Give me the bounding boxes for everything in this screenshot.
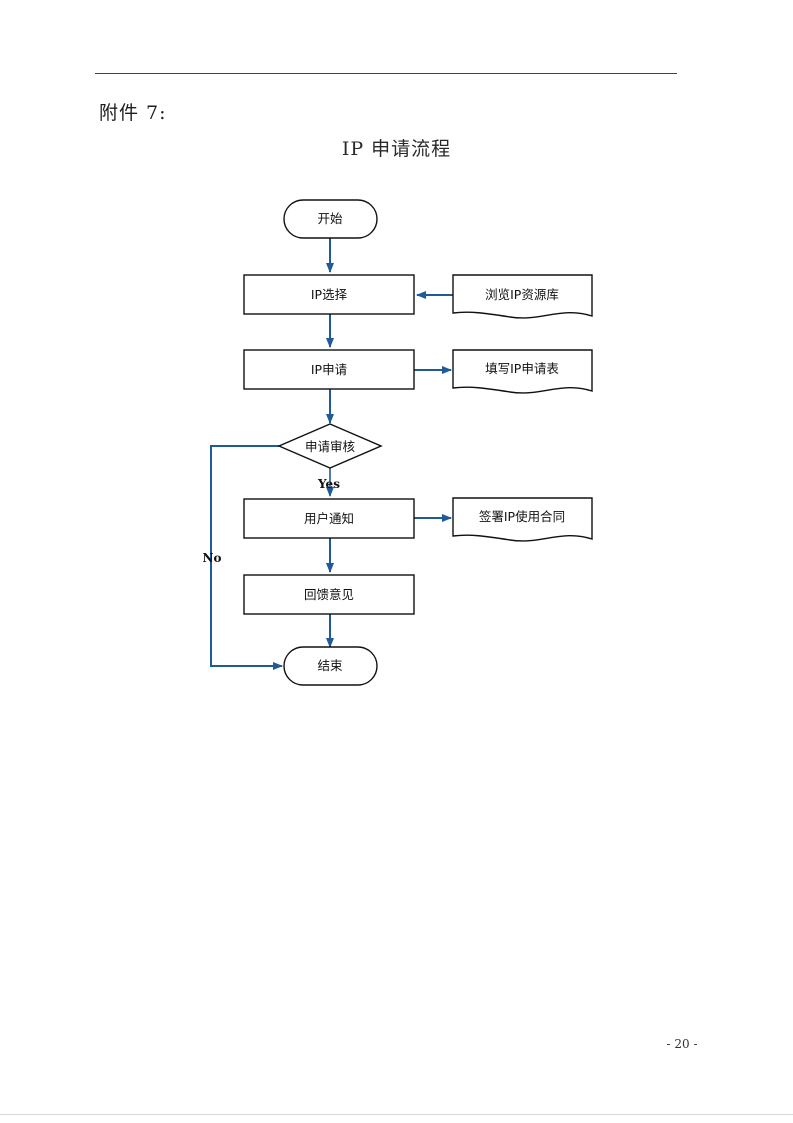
feedback-label: 回馈意见 (304, 587, 354, 602)
feedback-node (243, 574, 415, 615)
user-notify-node (243, 498, 415, 539)
user-notify-label: 用户通知 (304, 511, 354, 526)
end-node (283, 646, 378, 686)
footer-line (0, 1114, 793, 1115)
header-rule (95, 73, 677, 74)
ip-apply-node (243, 349, 415, 390)
start-node (283, 199, 378, 239)
start-node-label: 开始 (317, 211, 343, 226)
page-number: - 20 - (666, 1037, 698, 1051)
end-node-label: 结束 (317, 658, 343, 673)
page-title: IP 申请流程 (341, 138, 452, 160)
ip-select-node (243, 274, 415, 315)
browse-library-label: 浏览IP资源库 (485, 287, 559, 302)
attachment-label: 附件 7: (99, 102, 167, 124)
fill-form-doc (452, 349, 593, 394)
ip-apply-label: IP申请 (311, 362, 347, 377)
ip-select-label: IP选择 (311, 287, 348, 302)
browse-library-doc (452, 274, 593, 319)
review-decision-label: 申请审核 (305, 439, 356, 454)
review-decision-node (277, 423, 383, 469)
fill-form-label: 填写IP申请表 (485, 361, 559, 376)
edge-review-end-no (210, 445, 283, 670)
sign-contract-doc (452, 497, 593, 542)
yes-label: Yes (317, 477, 340, 491)
no-label: No (203, 551, 222, 565)
sign-contract-label: 签署IP使用合同 (479, 509, 565, 524)
